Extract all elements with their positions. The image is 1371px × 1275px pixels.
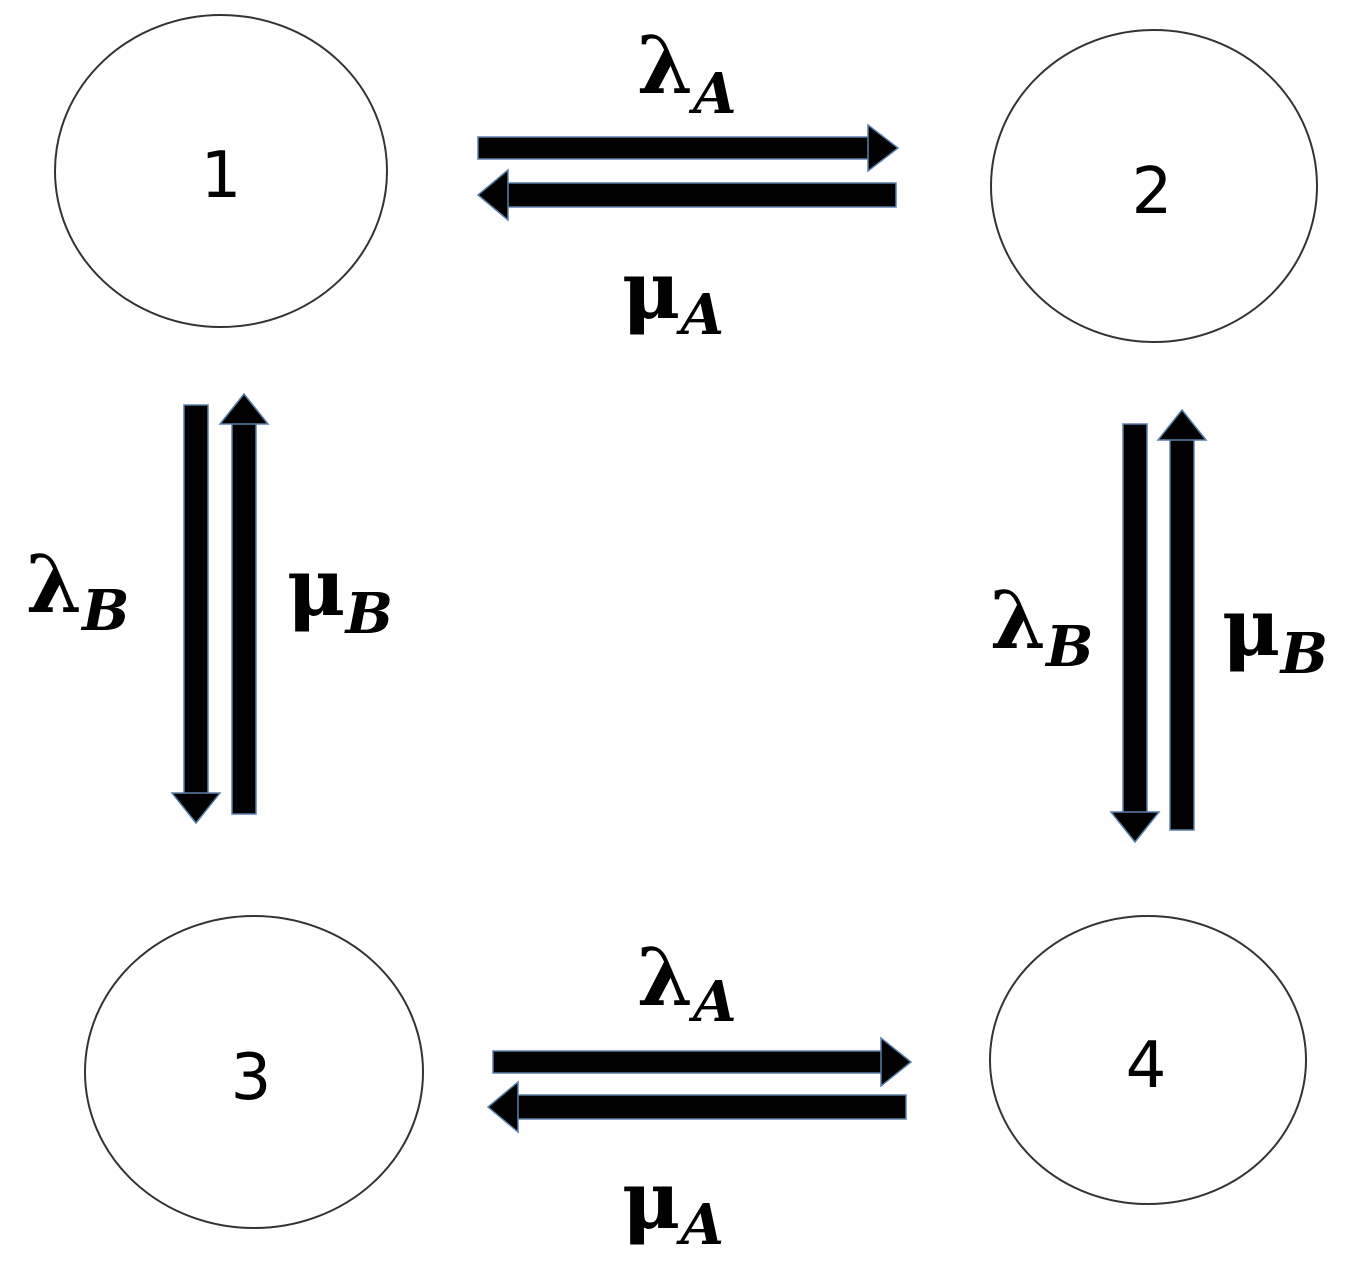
transition-2-to-1-label: μA (622, 243, 724, 348)
arrow-left-icon (486, 1080, 907, 1134)
arrow-up-icon (1156, 408, 1208, 831)
state-3-circle (84, 915, 424, 1229)
transition-4-to-2-label: μB (1222, 580, 1328, 687)
state-1-label: 1 (201, 139, 242, 213)
transition-4-to-3-label: μA (622, 1153, 724, 1258)
transition-3-to-1: μB (218, 392, 393, 815)
transition-2-to-4: λB (990, 423, 1161, 844)
state-1-circle (54, 14, 388, 328)
state-1: 1 (54, 14, 388, 328)
state-3: 3 (84, 915, 424, 1229)
state-3-label: 3 (231, 1041, 272, 1115)
transition-3-to-1-label: μB (287, 540, 393, 647)
transition-1-to-3-label: λB (26, 537, 129, 644)
state-4-circle (989, 915, 1307, 1205)
transition-4-to-2: μB (1156, 408, 1328, 831)
state-4: 4 (989, 915, 1307, 1205)
state-2-label: 2 (1132, 155, 1173, 229)
arrow-up-icon (218, 392, 270, 815)
arrow-left-icon (476, 168, 897, 222)
arrow-down-icon (170, 404, 222, 825)
transition-4-to-3: μA (486, 1080, 907, 1258)
state-2: 2 (990, 29, 1318, 343)
transition-1-to-2-label: λA (637, 18, 737, 127)
arrow-down-icon (1109, 423, 1161, 844)
transition-3-to-4-label: λA (637, 930, 737, 1035)
state-2-circle (990, 29, 1318, 343)
arrow-right-icon (492, 1036, 913, 1088)
transition-1-to-2: λA (477, 18, 900, 173)
arrow-right-icon (477, 123, 900, 173)
transition-2-to-4-label: λB (990, 573, 1093, 680)
state-4-label: 4 (1126, 1029, 1167, 1103)
transition-2-to-1: μA (476, 168, 897, 348)
transition-3-to-4: λA (492, 930, 913, 1088)
transition-1-to-3: λB (26, 404, 222, 825)
